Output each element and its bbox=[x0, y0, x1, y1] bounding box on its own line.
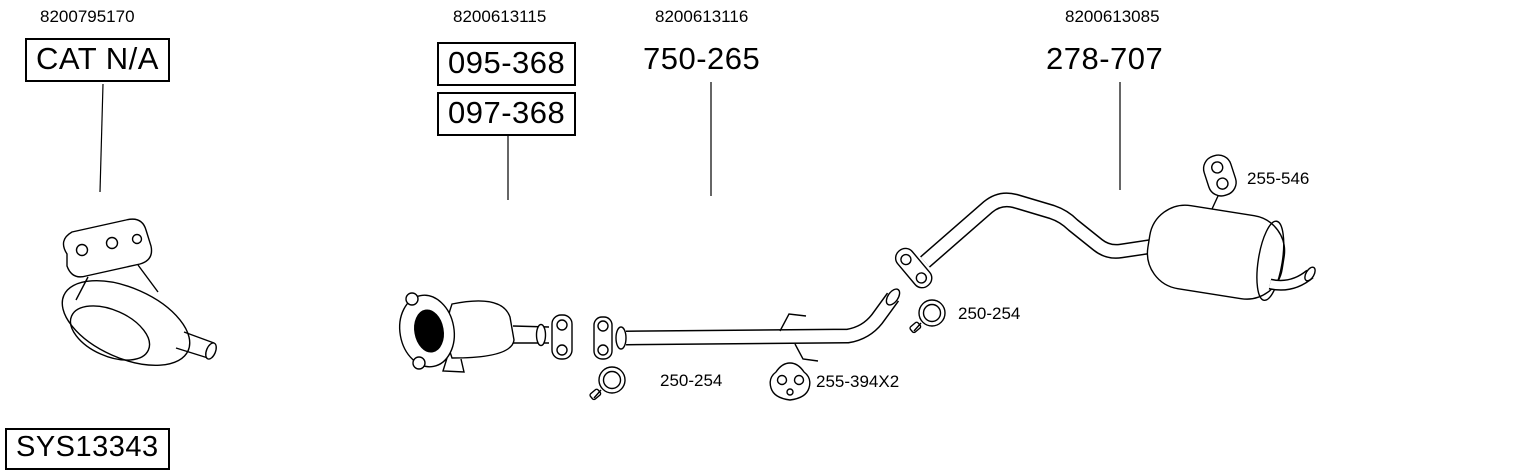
rear-hanger-icon bbox=[1202, 154, 1237, 197]
rear-muffler-drawing bbox=[1146, 195, 1316, 302]
center-clamp-icon bbox=[589, 366, 626, 401]
rear-muffler-ref: 278-707 bbox=[1046, 41, 1164, 76]
front-pipe-drawing bbox=[398, 292, 573, 373]
oe-number-rear-muffler: 8200613085 bbox=[1065, 7, 1160, 26]
rear-hanger-ref: 255-546 bbox=[1247, 169, 1310, 188]
center-hanger-icon bbox=[769, 362, 811, 401]
leader-lines bbox=[99, 82, 1121, 200]
hanger-rod-bottom bbox=[794, 343, 819, 362]
oe-number-center-pipe: 8200613116 bbox=[655, 7, 749, 26]
center-clamp-ref: 250-254 bbox=[660, 371, 723, 390]
rear-clamp-ref: 250-254 bbox=[958, 304, 1021, 323]
catalytic-converter-drawing bbox=[61, 218, 217, 366]
oe-number-front-pipe: 8200613115 bbox=[453, 7, 547, 26]
center-pipe-drawing bbox=[593, 288, 901, 362]
front-pipe-ref-box-2: 097-368 bbox=[437, 92, 577, 137]
rear-clamp-icon bbox=[909, 299, 946, 334]
rear-pipe-drawing bbox=[894, 192, 1170, 289]
system-code-box: SYS13343 bbox=[5, 428, 170, 470]
hanger-rod-top bbox=[779, 313, 807, 332]
oe-number-catalyst: 8200795170 bbox=[40, 7, 135, 26]
center-hanger-ref: 255-394X2 bbox=[816, 372, 900, 391]
center-pipe-ref: 750-265 bbox=[643, 41, 761, 76]
catalyst-ref-box: CAT N/A bbox=[25, 38, 170, 83]
front-pipe-ref-box-1: 095-368 bbox=[437, 42, 577, 87]
